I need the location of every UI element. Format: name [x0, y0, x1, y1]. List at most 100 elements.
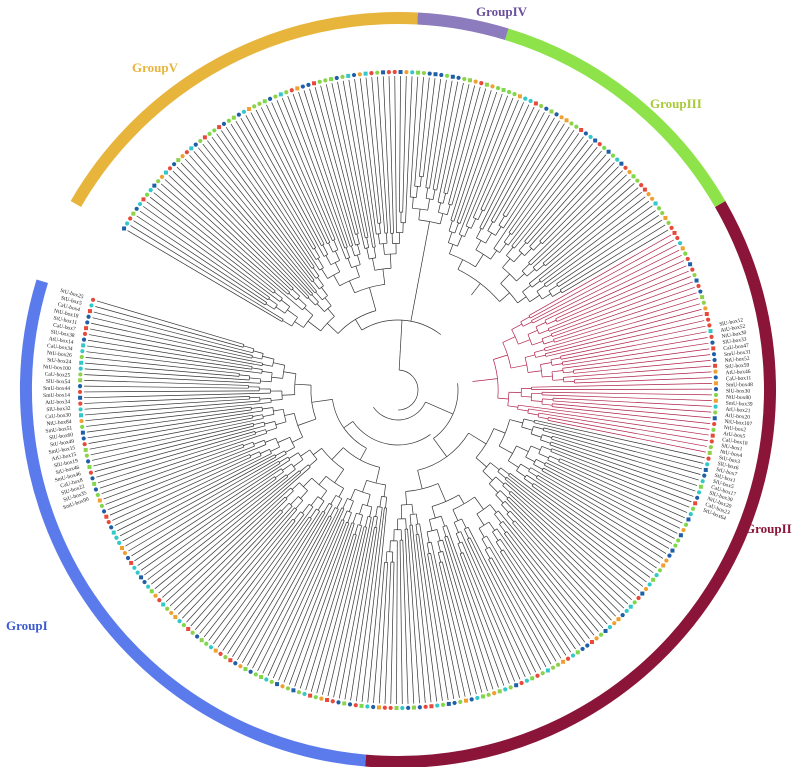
branch: [240, 117, 317, 248]
leaf-marker: [137, 201, 143, 207]
branch: [488, 557, 492, 560]
leaf-label: SlU-box33: [722, 337, 747, 346]
leaf-marker: [683, 522, 689, 527]
branch: [516, 273, 525, 282]
branch: [369, 506, 373, 517]
group-label-4: GroupIV: [476, 4, 528, 19]
branch: [322, 295, 328, 301]
branch: [511, 136, 584, 235]
leaf-label: SlU-box1: [721, 443, 743, 453]
branch: [262, 507, 343, 674]
branch: [261, 369, 263, 374]
branch: [84, 398, 250, 410]
leaf-marker: [109, 525, 114, 530]
branch: [311, 279, 315, 283]
branch: [508, 473, 511, 476]
leaf-marker: [207, 131, 212, 136]
leaf-marker: [524, 678, 530, 683]
branch: [448, 86, 481, 205]
branch: [529, 246, 534, 251]
leaf-marker: [705, 462, 710, 467]
branch: [418, 209, 421, 220]
branch: [281, 97, 347, 260]
branch: [382, 268, 386, 285]
branch: [456, 531, 461, 534]
branch: [282, 463, 292, 471]
branch: [202, 143, 313, 283]
leaf-marker: [519, 680, 524, 686]
branch: [287, 456, 291, 461]
branch: [333, 517, 372, 698]
branch: [447, 231, 453, 243]
leaf-marker: [124, 221, 130, 226]
branch: [415, 524, 418, 535]
branch: [510, 364, 527, 369]
branch: [265, 429, 268, 434]
branch: [270, 446, 280, 452]
leaf-marker: [653, 201, 658, 206]
branch: [87, 345, 252, 370]
branch: [366, 494, 371, 506]
leaf-marker: [643, 586, 649, 592]
branch: [552, 400, 712, 413]
branch: [535, 321, 547, 328]
branch: [521, 263, 530, 272]
branch: [275, 450, 285, 457]
leaf-marker: [86, 459, 91, 464]
leaf-marker: [85, 320, 90, 325]
branch: [96, 431, 255, 478]
branch: [444, 535, 448, 538]
leaf-label: SmU-box15: [48, 445, 76, 456]
branch: [419, 523, 449, 701]
branch: [149, 196, 274, 294]
leaf-label: SmU-box31: [724, 349, 752, 358]
leaf-marker: [704, 311, 709, 316]
leaf-marker: [369, 71, 374, 76]
leaf-marker: [635, 178, 640, 183]
leaf-marker: [486, 692, 491, 697]
branch: [448, 220, 453, 232]
branch: [453, 522, 459, 533]
branch: [451, 88, 487, 206]
leaf-marker: [90, 476, 95, 481]
leaf-label: CaU-box4: [57, 302, 81, 313]
branch: [144, 478, 277, 576]
branch: [385, 233, 388, 244]
leaf-marker: [607, 625, 613, 630]
leaf-marker: [713, 381, 718, 386]
leaf-marker: [463, 698, 468, 703]
branch: [497, 397, 509, 400]
branch: [316, 303, 325, 312]
branch: [333, 239, 339, 250]
tree-branches: [84, 76, 712, 704]
branch: [319, 285, 324, 290]
leaf-marker: [646, 192, 651, 197]
branch: [532, 178, 631, 268]
branch: [125, 453, 287, 547]
leaf-marker: [540, 671, 545, 676]
branch: [328, 242, 334, 253]
leaf-marker: [565, 656, 571, 661]
branch: [442, 525, 447, 528]
branch: [300, 511, 305, 515]
branch: [84, 400, 260, 416]
leaf-label: SmU-box48: [726, 382, 753, 388]
leaf-marker: [575, 650, 580, 655]
branch: [283, 371, 297, 375]
branch: [485, 232, 492, 244]
branch: [525, 456, 535, 463]
branch: [573, 354, 711, 371]
leaf-marker: [583, 131, 588, 136]
leaf-marker: [539, 103, 544, 109]
leaf-marker: [142, 579, 147, 585]
branch: [479, 227, 483, 230]
branch: [529, 294, 540, 303]
branch: [384, 561, 392, 704]
leaf-marker: [278, 92, 283, 97]
leaf-marker: [703, 306, 708, 311]
branch: [507, 445, 517, 461]
branch: [561, 331, 707, 360]
branch: [290, 487, 294, 492]
branch: [444, 536, 494, 690]
leaf-marker: [81, 337, 87, 342]
